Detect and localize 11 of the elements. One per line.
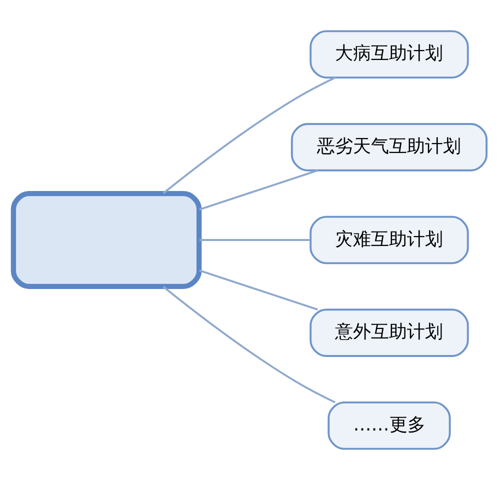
node-box: 灾难互助计划	[310, 215, 469, 264]
connector	[199, 268, 318, 310]
connector	[199, 238, 310, 240]
connector	[162, 76, 336, 194]
connector	[199, 169, 318, 210]
node-box: ……更多	[328, 400, 451, 450]
node-box: 大病互助计划	[310, 30, 469, 78]
node-box: 意外互助计划	[310, 308, 469, 356]
connector	[162, 285, 336, 403]
node-box	[10, 190, 202, 288]
node-box: 恶劣天气互助计划	[290, 122, 488, 171]
